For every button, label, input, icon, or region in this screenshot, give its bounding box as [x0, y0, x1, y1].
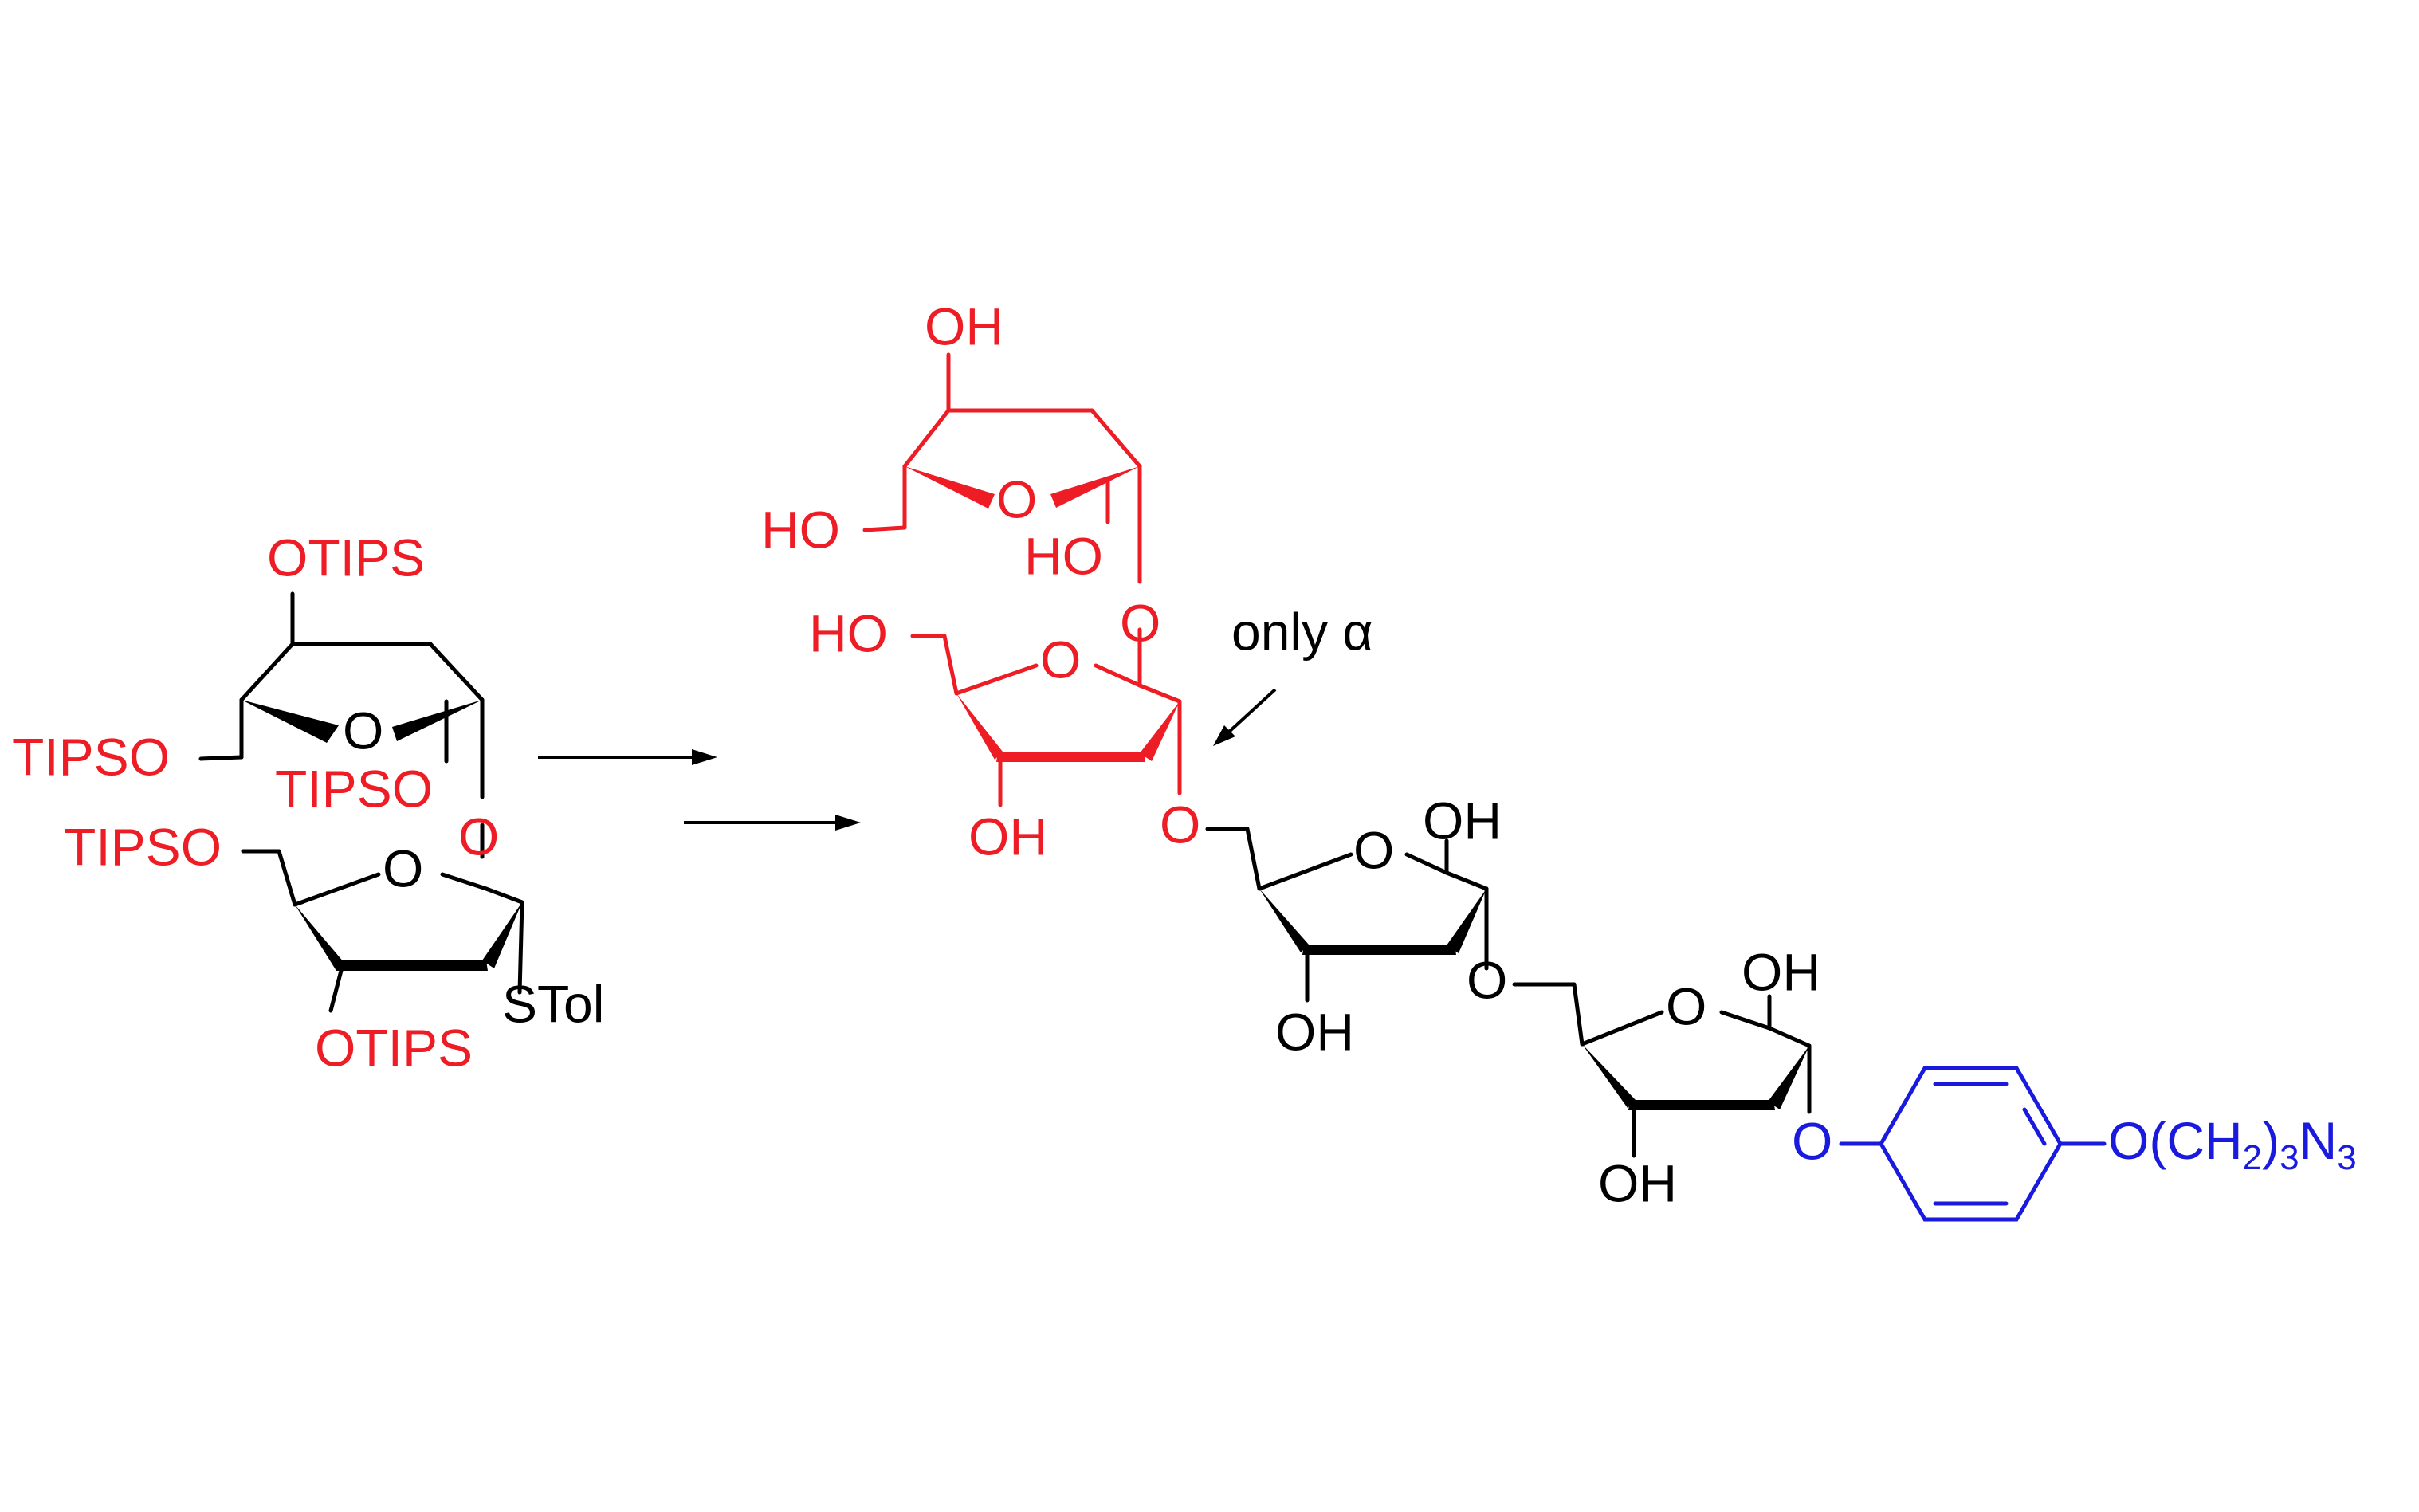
donor-disaccharide: OTIPS TIPSO O TIPSO O TIPSO O OTIPS STol [12, 528, 604, 1077]
product-black-furanose-1-bonds [1205, 827, 1489, 1003]
donor-ring-o-upper: O [343, 701, 383, 760]
product-oh-5b: OH [1598, 1153, 1677, 1212]
donor-upper-ring-bonds [198, 591, 485, 799]
annotation-arrow [1226, 688, 1277, 735]
product-ring-o-1: O [996, 469, 1037, 528]
product-aryl-bonds [1839, 1066, 2107, 1222]
arrow-head-2 [835, 815, 861, 831]
product-red-furanose-bonds [910, 627, 1182, 807]
donor-inner-label: TIPSO [275, 759, 433, 818]
product-left-ho: HO [761, 500, 840, 559]
reaction-arrows [538, 749, 861, 831]
product-black-furanose-1-wedge-right [1447, 889, 1486, 953]
product-oh-5a: OH [1742, 942, 1820, 1001]
product-red-pyranose-bonds [862, 352, 1142, 584]
product-red-furanose-wedge-right [1140, 701, 1180, 761]
product-black-furanose-1-bold [1302, 945, 1456, 955]
product-black-furanose-2-bold [1628, 1100, 1775, 1110]
product-link-o-2: O [1160, 795, 1200, 854]
product-oh-3: OH [968, 807, 1047, 866]
product-link-o-1: O [1120, 593, 1160, 652]
donor-lower-right-wedge [482, 902, 522, 968]
product-ho-2: HO [1024, 526, 1103, 585]
product-linker-label: O(CH2)3N3 [2108, 1111, 2357, 1176]
product-ho-3: HO [809, 603, 888, 662]
product-black-furanose-2-bonds [1580, 994, 1812, 1158]
donor-ring-o-lower: O [383, 838, 423, 897]
donor-lower-wedge [295, 905, 344, 971]
product-ring-o-3: O [1353, 820, 1394, 879]
linker-mid: ) [2262, 1111, 2280, 1170]
product-aryl-o: O [1792, 1111, 1832, 1170]
product-ring-o-4: O [1666, 976, 1706, 1035]
product-red-furanose-bold [996, 752, 1145, 762]
product-ring-o-2: O [1040, 630, 1081, 689]
product-black-furanose-1-wedge [1259, 889, 1309, 952]
product-black-furanose-2-wedge [1582, 1044, 1636, 1108]
linker-prefix: O(CH [2108, 1111, 2243, 1170]
product-oligosaccharide: OH HO O HO O HO O OH O O OH OH O O OH OH… [761, 297, 2357, 1222]
donor-lower-bold-bond [336, 960, 488, 971]
linker-sub2: 3 [2280, 1138, 2299, 1177]
product-link-bonds [1512, 982, 1585, 1047]
product-oh-4b: OH [1275, 1002, 1354, 1061]
donor-linkage-o: O [458, 807, 499, 866]
donor-lower-ring-bonds [241, 823, 524, 1013]
product-red-pyranose-wedge-left [905, 466, 995, 509]
donor-upper-wedge-right [392, 700, 482, 741]
linker-sub3: 3 [2337, 1138, 2356, 1177]
donor-upper-wedge-left [242, 700, 339, 743]
product-red-furanose-wedge [956, 693, 1003, 760]
alpha-annotation: only α [1213, 602, 1373, 746]
product-oh-4a: OH [1423, 791, 1502, 850]
product-top-oh: OH [925, 297, 1003, 355]
donor-anomeric-label: STol [502, 974, 604, 1033]
annotation-arrow-head [1213, 725, 1235, 746]
donor-lower-left-label: TIPSO [64, 817, 222, 876]
donor-bottom-label: OTIPS [315, 1018, 473, 1077]
product-red-pyranose-wedge-right [1050, 466, 1140, 508]
product-link-o-3: O [1467, 950, 1507, 1009]
linker-n: N [2299, 1111, 2338, 1170]
donor-left-label: TIPSO [12, 727, 170, 786]
donor-top-label: OTIPS [267, 528, 425, 587]
arrow-head-1 [692, 749, 717, 765]
product-black-furanose-2-wedge-right [1768, 1046, 1809, 1109]
linker-sub1: 2 [2243, 1138, 2262, 1177]
annotation-text: only α [1231, 602, 1373, 661]
